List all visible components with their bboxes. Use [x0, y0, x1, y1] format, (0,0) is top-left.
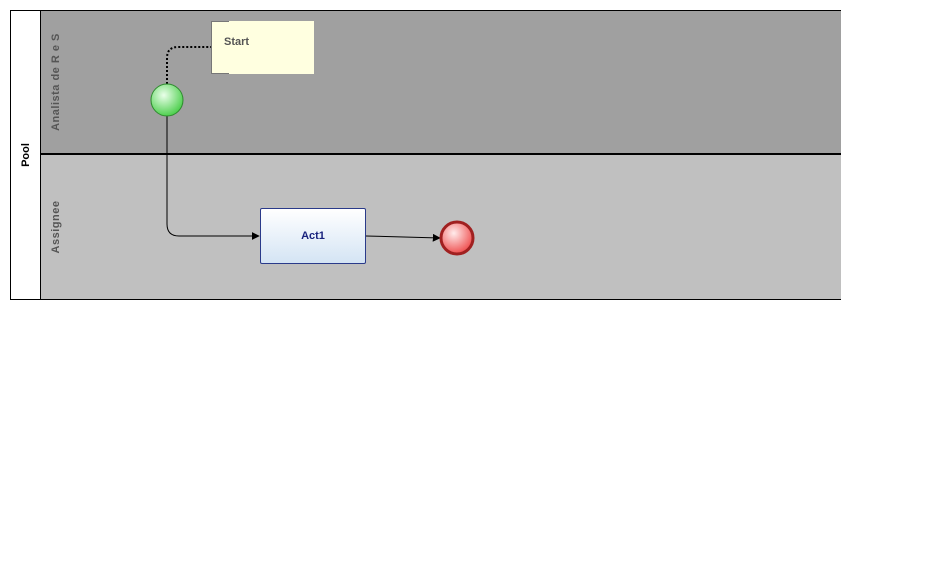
task-act1[interactable]: Act1: [260, 208, 366, 264]
task-label: Act1: [301, 230, 325, 242]
text-annotation[interactable]: Start: [211, 21, 314, 74]
lane-assignee[interactable]: Assignee: [41, 155, 841, 299]
pool[interactable]: Pool Analista de R e S Assignee: [10, 10, 841, 300]
end-event[interactable]: [439, 220, 475, 256]
sequence-flow-act1-to-end[interactable]: [365, 233, 441, 242]
annotation-bracket-top: [211, 21, 229, 22]
annotation-bracket-bottom: [211, 73, 229, 74]
start-event[interactable]: [150, 83, 184, 117]
lane-analista[interactable]: Analista de R e S: [41, 11, 841, 155]
pool-header: Pool: [11, 11, 41, 299]
association-line[interactable]: [166, 46, 211, 84]
sequence-flow-start-to-act1[interactable]: [166, 116, 260, 240]
annotation-text: Start: [224, 36, 250, 48]
